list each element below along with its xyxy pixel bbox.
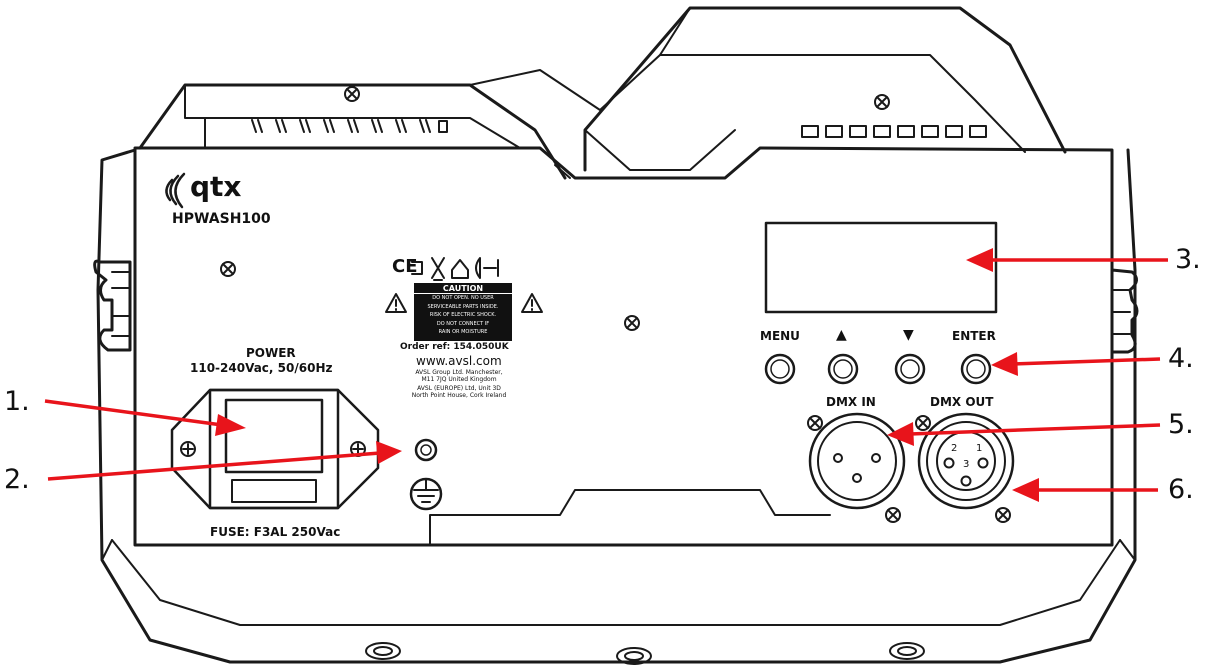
top-screw-left [344, 86, 360, 102]
caution-line: DO NOT CONNECT IF [436, 320, 490, 327]
ground-terminal-icon [409, 438, 443, 511]
dmx-pin-1-label: 1 [976, 443, 983, 454]
power-rating: 110-240Vac, 50/60Hz [190, 361, 333, 375]
caution-line: DO NOT OPEN. NO USER [432, 295, 494, 301]
panel-screw-left [220, 261, 236, 277]
rear-panel-outline [133, 146, 1114, 547]
indoor-use-icon [451, 259, 469, 279]
dmx-pin-3-label: 3 [963, 459, 970, 470]
callout-label-3: 3. [1175, 244, 1201, 275]
callout-label-2: 2. [4, 464, 30, 495]
top-housing [138, 6, 1067, 180]
callout-arrow-4 [991, 352, 1161, 376]
up-button-label: ▲ [836, 327, 847, 343]
callout-label-1: 1. [4, 386, 30, 417]
address-line: AVSL Group Ltd. Manchester, [415, 369, 503, 376]
callout-arrow-3 [966, 248, 1168, 272]
power-title: POWER [246, 346, 296, 360]
warning-triangle-right-icon [521, 293, 543, 313]
dmx-in-label: DMX IN [826, 395, 876, 409]
callout-label-6: 6. [1168, 474, 1194, 505]
address-line: AVSL (EUROPE) Ltd, Unit 3D [417, 385, 501, 392]
ce-mark-text: CE [392, 256, 418, 277]
vent-slots-left [251, 119, 448, 133]
address-line: North Point House, Cork Ireland [411, 392, 507, 399]
dmx-out-connector [915, 412, 1015, 523]
lcd-display [764, 221, 998, 314]
caution-title: CAUTION [414, 283, 512, 294]
callout-arrow-5 [887, 422, 1161, 446]
dmx-out-label: DMX OUT [930, 395, 994, 409]
caution-label: CAUTION DO NOT OPEN. NO USER SERVICEABLE… [414, 283, 512, 341]
callout-arrow-1 [44, 399, 246, 436]
ce-mark-icon [411, 261, 423, 275]
callout-arrow-6 [1012, 478, 1158, 502]
side-knob-left [93, 259, 132, 352]
compliance-icons [411, 257, 499, 281]
order-ref: Order ref: 154.050UK [400, 342, 509, 352]
weee-bin-icon [431, 257, 445, 281]
down-button-label: ▼ [903, 327, 914, 343]
caution-line: SERVICEABLE PARTS INSIDE. [427, 303, 499, 310]
menu-button-label: MENU [760, 329, 800, 343]
callout-label-4: 4. [1168, 343, 1194, 374]
enter-button-label: ENTER [952, 329, 996, 343]
callout-arrows [44, 248, 1168, 502]
warning-triangle-left-icon [385, 293, 407, 313]
website: www.avsl.com [416, 354, 502, 368]
power-inlet [170, 388, 380, 510]
callout-label-5: 5. [1168, 409, 1194, 440]
panel-screw-center [624, 315, 640, 331]
caution-line: RAIN OR MOISTURE [438, 329, 488, 335]
bottom-holes [365, 642, 925, 665]
distance-icon [475, 257, 499, 279]
top-screw-right [874, 94, 890, 110]
brand-logo-text: qtx [190, 170, 242, 203]
side-knob-right [1110, 268, 1139, 354]
side-bracket-left [96, 148, 1137, 664]
lower-inset [429, 489, 831, 546]
vent-slots-right [801, 125, 987, 138]
address-line: M11 7JQ United Kingdom [421, 376, 497, 383]
caution-line: RISK OF ELECTRIC SHOCK. [429, 312, 497, 318]
fuse-rating: FUSE: F3AL 250Vac [210, 525, 341, 539]
dmx-pin-2-label: 2 [951, 443, 958, 454]
brand-logo-icon [165, 172, 186, 209]
model-name: HPWASH100 [172, 211, 271, 227]
control-buttons [764, 353, 992, 385]
callout-arrow-2 [47, 441, 402, 481]
dmx-in-connector [807, 412, 906, 523]
